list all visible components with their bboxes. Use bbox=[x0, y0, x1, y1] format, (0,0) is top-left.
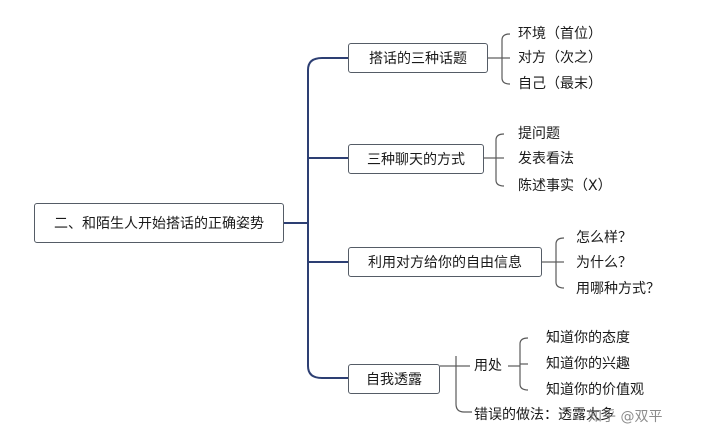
bracket-1 bbox=[501, 33, 511, 85]
branch-node-topics[interactable]: 搭话的三种话题 bbox=[348, 43, 488, 73]
leaf-know-attitude: 知道你的态度 bbox=[546, 330, 630, 346]
leaf-how: 怎么样？ bbox=[576, 230, 632, 246]
leaf-topic-other: 对方（次之） bbox=[518, 50, 602, 66]
bracket-2 bbox=[495, 133, 505, 187]
leaf-topic-self: 自己（最末） bbox=[518, 76, 602, 92]
leaf-ask-questions: 提问题 bbox=[518, 126, 560, 142]
leaf-know-interests: 知道你的兴趣 bbox=[546, 356, 630, 372]
leaf-why: 为什么？ bbox=[576, 255, 632, 271]
leaf-express-views: 发表看法 bbox=[518, 151, 574, 167]
leaf-state-facts: 陈述事实（X） bbox=[518, 178, 612, 194]
branch-node-chat-methods[interactable]: 三种聊天的方式 bbox=[348, 144, 484, 174]
root-node[interactable]: 二、和陌生人开始搭话的正确姿势 bbox=[34, 203, 284, 243]
leaf-which-way: 用哪种方式？ bbox=[576, 281, 660, 297]
sub-node-usage: 用处 bbox=[474, 358, 502, 374]
leaf-wrong-practice: 错误的做法：透露太多 bbox=[474, 407, 614, 423]
branch-node-free-info[interactable]: 利用对方给你的自由信息 bbox=[348, 247, 542, 277]
leaf-know-values: 知道你的价值观 bbox=[546, 382, 644, 398]
watermark: 知乎 @双平 bbox=[588, 409, 663, 425]
bracket-3 bbox=[555, 237, 565, 289]
leaf-topic-environment: 环境（首位） bbox=[518, 26, 602, 42]
main-trunk bbox=[307, 57, 323, 379]
wrong-connector bbox=[455, 356, 472, 413]
branch-node-self-disclosure[interactable]: 自我透露 bbox=[348, 364, 440, 394]
